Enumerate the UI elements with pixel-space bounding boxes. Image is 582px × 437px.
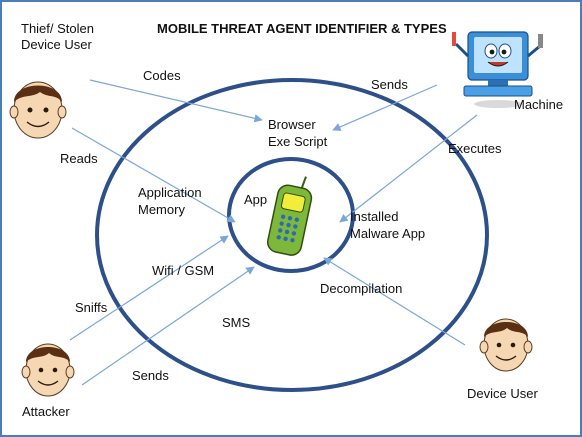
- browser-label-line1: Browser: [268, 117, 316, 132]
- device-user-face-icon: [479, 318, 533, 372]
- arrow-sniffs: [69, 235, 229, 341]
- application-label-line1: Application: [138, 185, 202, 200]
- arrow-executes: [339, 114, 478, 223]
- mobile-phone-icon: [266, 176, 313, 256]
- outer-ring: [95, 78, 489, 392]
- codes-label: Codes: [143, 68, 181, 83]
- thief-label-line2: Device User: [21, 37, 92, 52]
- installed-label-line2: Malware App: [350, 226, 426, 241]
- attacker-face-icon: [21, 343, 75, 397]
- thief-face-icon: [9, 81, 67, 139]
- arrow-sends-top: [332, 84, 438, 131]
- arrow-reads: [71, 127, 236, 223]
- decompilation-label: Decompilation: [320, 281, 403, 296]
- sniffs-label: Sniffs: [75, 300, 108, 315]
- arrow-decompilation: [323, 257, 466, 346]
- attacker-label: Attacker: [22, 404, 70, 419]
- reads-label: Reads: [60, 151, 98, 166]
- wifi-gsm-label: Wifi / GSM: [152, 263, 215, 278]
- sms-label: SMS: [222, 315, 251, 330]
- device-user-label: Device User: [467, 386, 538, 401]
- arrow-codes: [89, 79, 263, 123]
- sends-top-label: Sends: [371, 77, 408, 92]
- arrow-sends-bottom: [81, 266, 255, 386]
- executes-label: Executes: [448, 141, 502, 156]
- diagram-title: MOBILE THREAT AGENT IDENTIFIER & TYPES: [157, 21, 447, 36]
- sends-bottom-label: Sends: [132, 368, 169, 383]
- browser-label-line2: Exe Script: [268, 134, 328, 149]
- computer-mascot-icon: [452, 31, 543, 108]
- installed-label-line1: Installed: [350, 209, 399, 224]
- thief-label-line1: Thief/ Stolen: [21, 21, 94, 36]
- application-label-line2: Memory: [138, 202, 185, 217]
- app-label: App: [244, 192, 268, 207]
- machine-label: Machine: [514, 97, 564, 112]
